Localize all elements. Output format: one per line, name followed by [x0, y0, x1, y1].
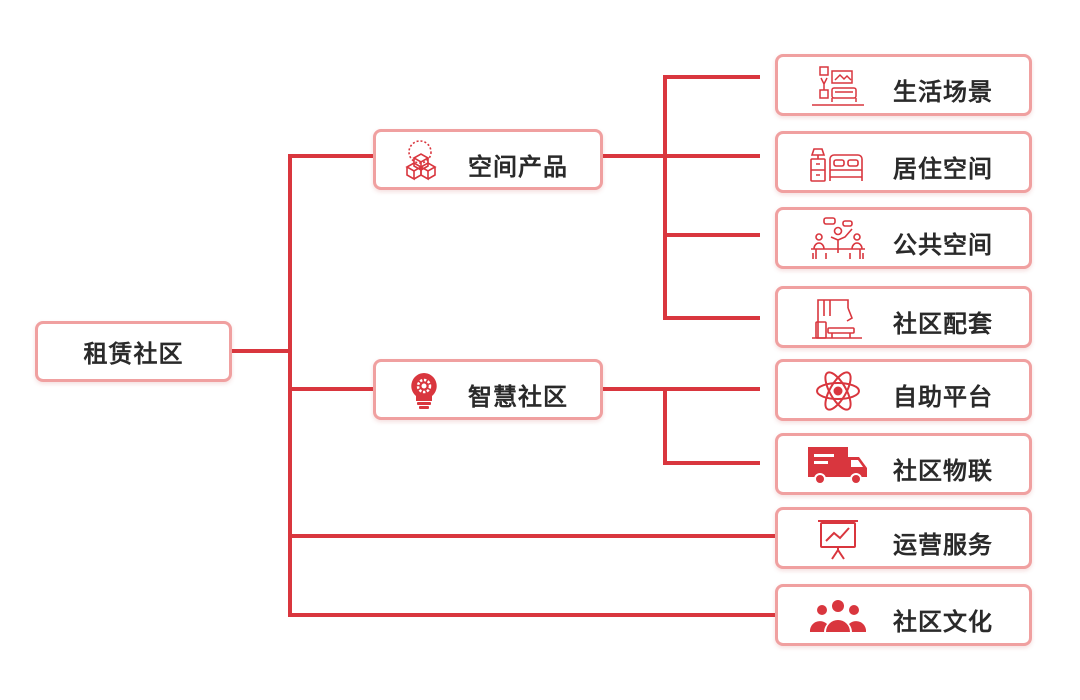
leaf-label: 生活场景 — [893, 78, 993, 106]
branch-node-smart-community: 智慧社区 — [373, 359, 603, 420]
atom-icon — [806, 369, 870, 413]
gym-icon — [806, 296, 870, 340]
leaf-node-self-service-platform: 自助平台 — [775, 359, 1032, 421]
lightbulb-gear-icon — [402, 370, 446, 410]
branch-node-space-products: 空间产品 — [373, 129, 603, 190]
leaf-label: 居住空间 — [893, 155, 993, 183]
root-label: 租赁社区 — [83, 340, 184, 368]
branch-label: 空间产品 — [468, 153, 568, 181]
leaf-label: 社区配套 — [893, 310, 993, 338]
cubes-icon — [402, 140, 446, 181]
leaf-label: 社区物联 — [893, 457, 993, 485]
bedroom-icon — [806, 141, 870, 185]
branch-label: 智慧社区 — [468, 383, 568, 411]
leaf-label: 运营服务 — [893, 531, 993, 559]
leaf-node-living-space: 居住空间 — [775, 131, 1032, 193]
leaf-node-public-space: 公共空间 — [775, 207, 1032, 269]
leaf-label: 公共空间 — [893, 231, 993, 259]
leaf-node-living-scene: 生活场景 — [775, 54, 1032, 116]
root-node: 租赁社区 — [35, 321, 232, 382]
people-group-icon — [806, 594, 870, 638]
leaf-node-operation-services: 运营服务 — [775, 507, 1032, 569]
delivery-truck-icon — [806, 443, 870, 487]
leaf-label: 社区文化 — [893, 608, 993, 636]
leaf-node-community-facilities: 社区配套 — [775, 286, 1032, 348]
meeting-icon — [806, 217, 870, 261]
presentation-chart-icon — [806, 517, 870, 561]
living-room-icon — [806, 64, 870, 108]
leaf-node-community-culture: 社区文化 — [775, 584, 1032, 646]
leaf-label: 自助平台 — [893, 383, 993, 411]
leaf-node-community-iot: 社区物联 — [775, 433, 1032, 495]
